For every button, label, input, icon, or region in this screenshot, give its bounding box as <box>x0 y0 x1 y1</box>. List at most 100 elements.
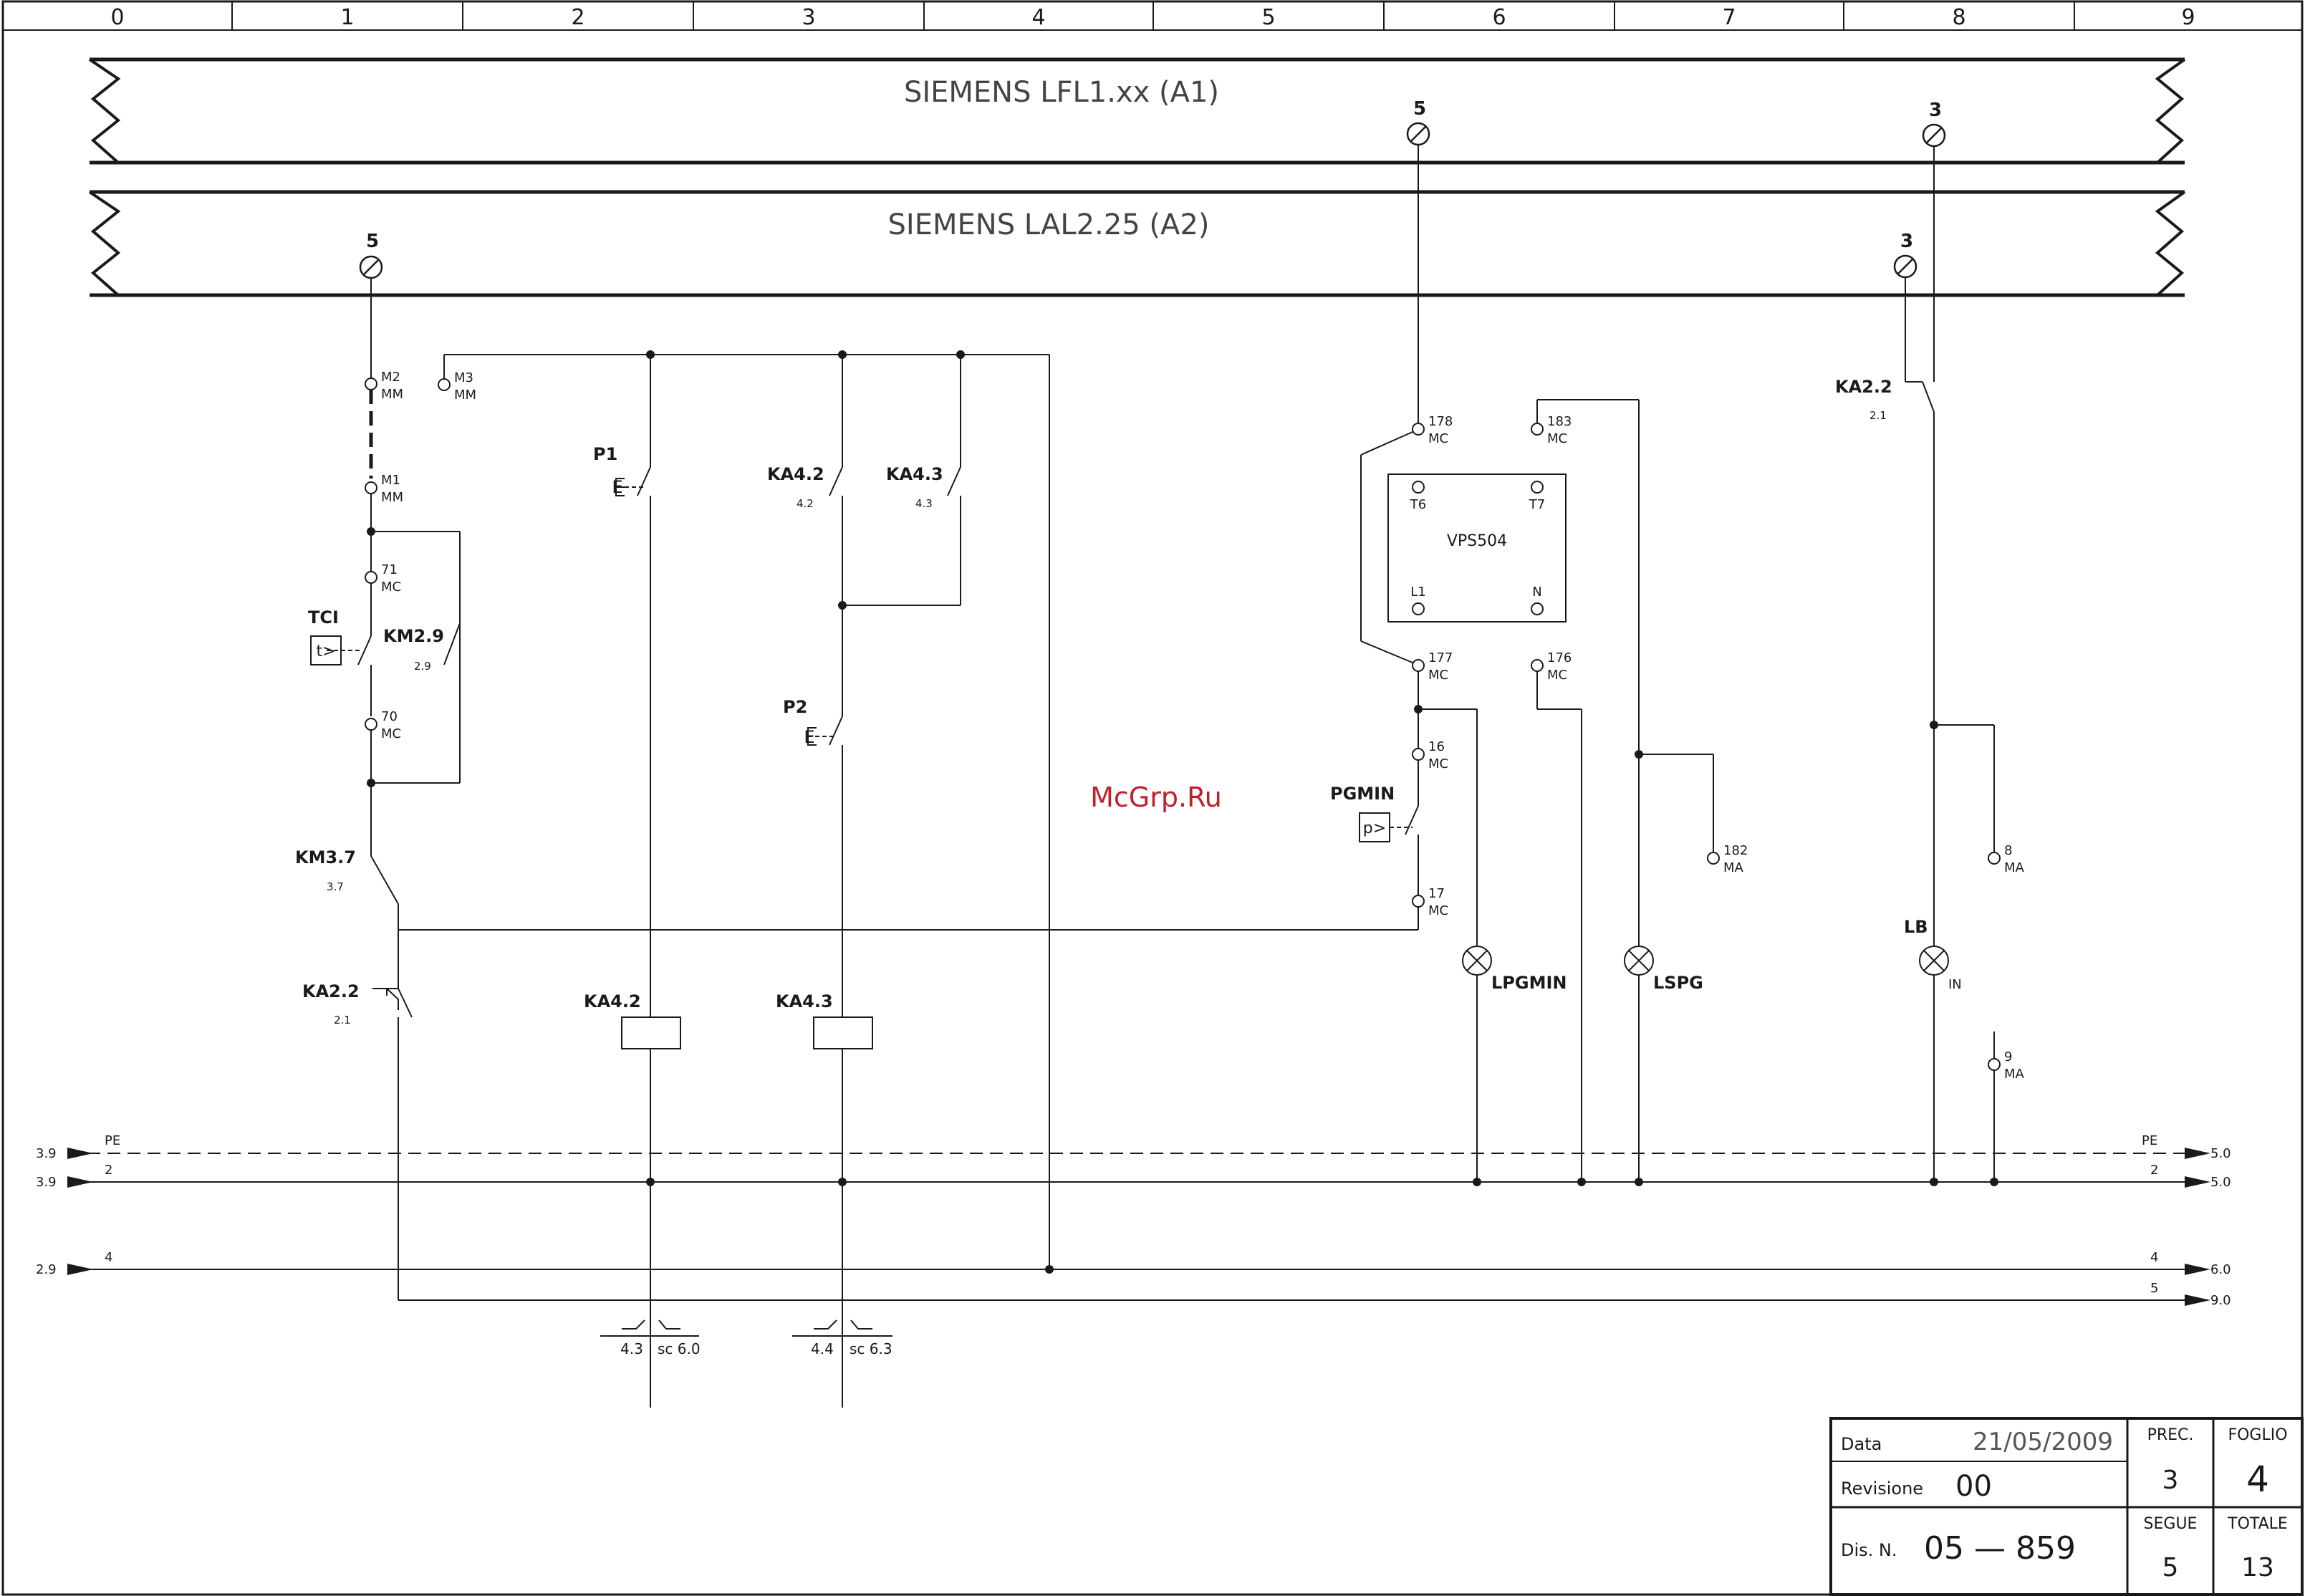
p2-label: P2 <box>783 697 807 717</box>
lb-label: LB <box>1904 917 1928 937</box>
terminal-number: 178 <box>1428 414 1453 429</box>
tci-label: TCI <box>308 607 339 628</box>
column-number: 0 <box>110 5 124 30</box>
vps504-l1: L1 <box>1410 585 1425 600</box>
title-block-totale-label: TOTALE <box>2227 1515 2288 1533</box>
ka22-left-ref: 2.1 <box>334 1014 351 1027</box>
terminal-number: 71 <box>381 562 398 577</box>
bus-pe-to: 5.0 <box>2210 1146 2231 1161</box>
bus-2-to: 5.0 <box>2210 1175 2231 1190</box>
ka43-xref-left: 4.4 <box>811 1340 834 1357</box>
a2-terminal-5: 5 <box>366 231 379 252</box>
title-block-dis-value: 05 — 859 <box>1924 1530 2076 1567</box>
p2-symbol: E <box>804 727 814 747</box>
terminal-code: MM <box>381 387 403 402</box>
title-block-totale-value: 13 <box>2241 1553 2274 1582</box>
terminal-number: 182 <box>1723 843 1748 858</box>
terminal-code: MA <box>2004 860 2025 875</box>
ka22-left-label: KA2.2 <box>302 981 360 1001</box>
lpgmin-label: LPGMIN <box>1491 973 1567 993</box>
terminal-number: 9 <box>2004 1049 2012 1064</box>
bus-4-label: 4 <box>105 1250 112 1265</box>
vps504-n: N <box>1532 585 1541 600</box>
title-block-dis-label: Dis. N. <box>1841 1540 1897 1560</box>
title-block-data-value: 21/05/2009 <box>1973 1428 2113 1456</box>
bus-pe-label: PE <box>105 1133 120 1148</box>
terminal-number: M2 <box>381 370 400 385</box>
terminal-code: MA <box>1723 860 1744 875</box>
bus-4-label-right: 4 <box>2150 1250 2158 1265</box>
terminal-code: MA <box>2004 1067 2025 1082</box>
a1-terminal-3: 3 <box>1929 100 1942 121</box>
bus-2-label-right: 2 <box>2150 1163 2158 1178</box>
bus-2-from: 3.9 <box>36 1175 57 1190</box>
a1-terminal-5: 5 <box>1413 98 1426 120</box>
column-number: 8 <box>1952 5 1965 30</box>
terminal-code: MC <box>381 580 401 595</box>
title-block-foglio-label: FOGLIO <box>2228 1426 2287 1444</box>
column-number: 1 <box>340 5 354 30</box>
column-number: 9 <box>2181 5 2195 30</box>
column-number: 7 <box>1722 5 1736 30</box>
lspg-label: LSPG <box>1653 973 1703 993</box>
bus-2-label: 2 <box>105 1163 112 1178</box>
terminal-number: 70 <box>381 709 398 724</box>
ka43-xref-right: sc 6.3 <box>850 1340 892 1357</box>
terminal-number: 16 <box>1428 739 1445 754</box>
terminal-number: M1 <box>381 473 400 488</box>
terminal-number: 8 <box>2004 843 2012 858</box>
title-block-foglio-value: 4 <box>2246 1458 2269 1500</box>
pgmin-symbol: p> <box>1363 819 1386 837</box>
title-block-segue-label: SEGUE <box>2144 1515 2198 1533</box>
terminal-code: MC <box>1547 668 1567 683</box>
ka22-right-ref: 2.1 <box>1869 409 1887 422</box>
bus-pe-label-right: PE <box>2142 1133 2157 1148</box>
p1-label: P1 <box>593 444 617 464</box>
vps504-t7: T7 <box>1529 497 1545 512</box>
bus-4-from: 2.9 <box>36 1262 57 1277</box>
column-number: 4 <box>1031 5 1045 30</box>
ka43-contact-ref: 4.3 <box>915 497 933 510</box>
km37-ref: 3.7 <box>327 880 344 893</box>
ka42-coil-label: KA4.2 <box>584 991 641 1011</box>
column-number: 3 <box>802 5 815 30</box>
column-number: 2 <box>571 5 584 30</box>
ka42-contact-ref: 4.2 <box>797 497 814 510</box>
tci-symbol: t> <box>316 643 335 660</box>
title-block-segue-value: 5 <box>2162 1553 2179 1582</box>
bus-5-label: 5 <box>2150 1281 2158 1296</box>
vps504-label: VPS504 <box>1447 532 1507 550</box>
title-block-revisione-value: 00 <box>1955 1470 1992 1503</box>
km29-label: KM2.9 <box>383 626 444 646</box>
title-block-prec-label: PREC. <box>2147 1426 2194 1444</box>
terminal-code: MM <box>454 388 476 403</box>
a2-terminal-3: 3 <box>1900 231 1913 252</box>
title-block-revisione-label: Revisione <box>1841 1479 1923 1499</box>
terminal-code: MC <box>1428 668 1448 683</box>
pgmin-label: PGMIN <box>1330 784 1395 804</box>
terminal-number: 176 <box>1547 650 1572 665</box>
ka42-contact-label: KA4.2 <box>767 464 824 484</box>
terminal-number: 183 <box>1547 414 1572 429</box>
terminal-code: MC <box>1428 431 1448 446</box>
ka43-coil-label: KA4.3 <box>776 991 833 1011</box>
terminal-code: MC <box>1547 431 1567 446</box>
terminal-code: MC <box>1428 756 1448 771</box>
module-a2-title: SIEMENS LAL2.25 (A2) <box>888 208 1210 241</box>
column-number: 5 <box>1261 5 1275 30</box>
terminal-code: MM <box>381 490 403 505</box>
terminal-code: MC <box>381 726 401 741</box>
bus-pe-from: 3.9 <box>36 1146 57 1161</box>
lb-sub: IN <box>1948 977 1962 992</box>
title-block-prec-value: 3 <box>2162 1466 2179 1495</box>
module-a1-title: SIEMENS LFL1.xx (A1) <box>904 76 1219 109</box>
terminal-code: MC <box>1428 903 1448 918</box>
bus-4-to: 6.0 <box>2210 1262 2231 1277</box>
km37-label: KM3.7 <box>295 847 356 867</box>
ka42-xref-right: sc 6.0 <box>658 1340 701 1357</box>
p1-symbol: E <box>612 477 622 497</box>
title-block-data-label: Data <box>1841 1434 1882 1454</box>
terminal-number: M3 <box>454 370 473 385</box>
km29-ref: 2.9 <box>414 660 431 673</box>
